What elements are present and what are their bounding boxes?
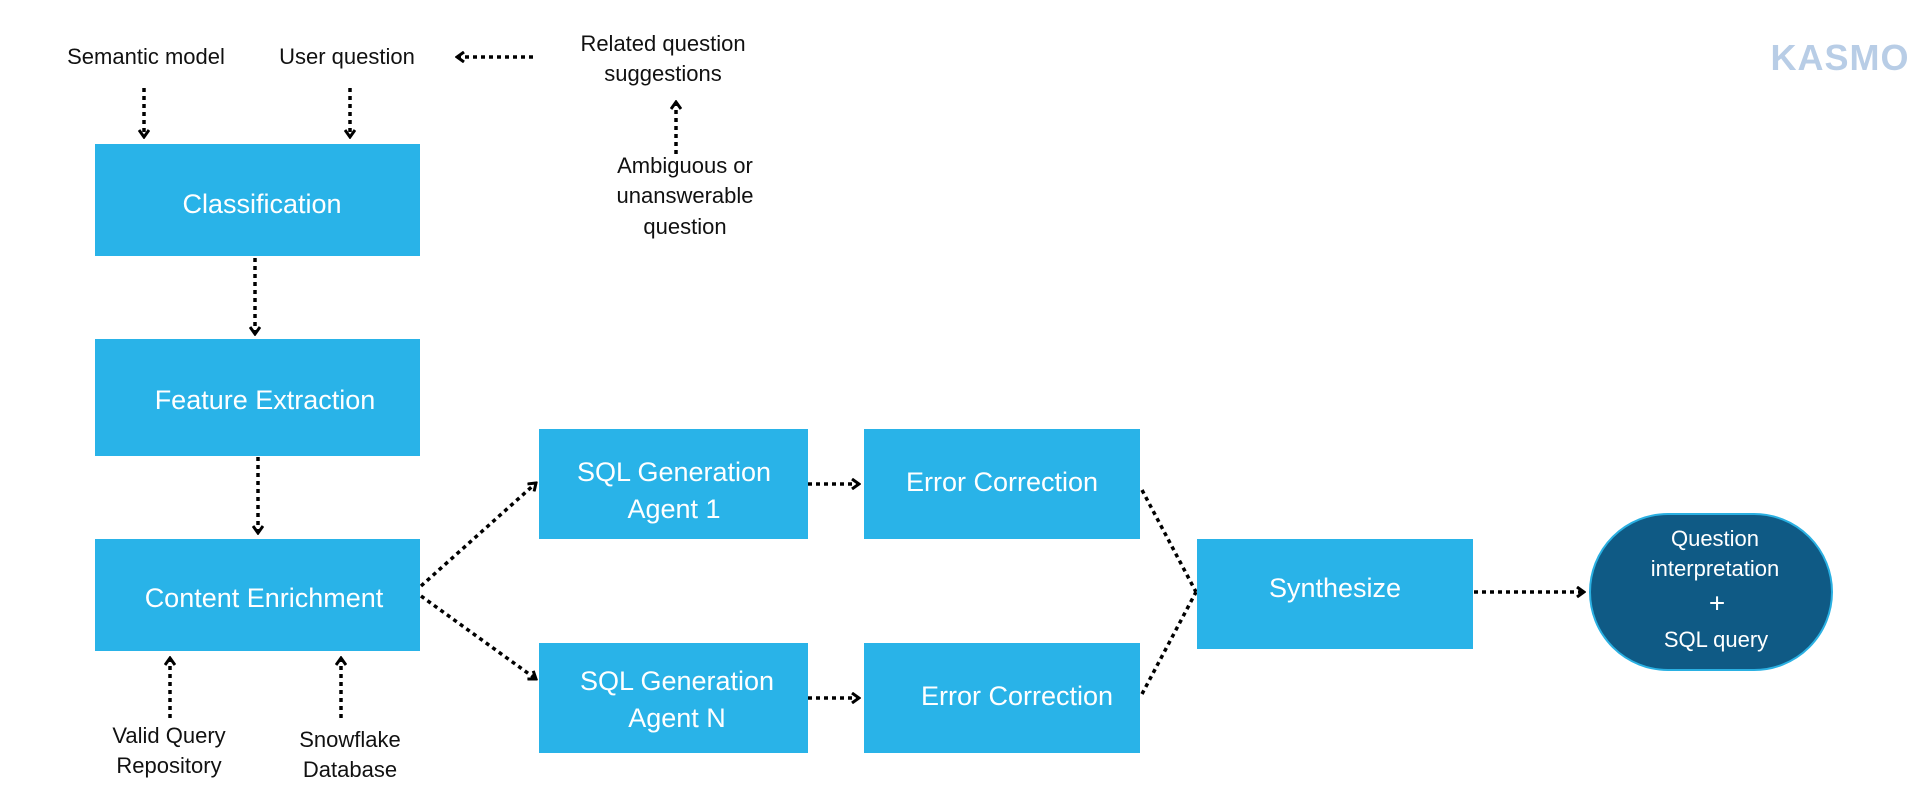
edge-error1-to-synthesize: [1140, 489, 1198, 593]
user-question-label: User question: [279, 44, 415, 69]
output-line1: Question: [1671, 526, 1759, 551]
sql-agent-1-line1: SQL Generation: [577, 457, 771, 487]
output-line3: SQL query: [1664, 627, 1768, 652]
sql-agent-n-line2: Agent N: [628, 703, 726, 733]
output-line2: interpretation: [1651, 556, 1779, 581]
ambiguous-line3: question: [643, 214, 726, 239]
edge-content-to-agent1: [419, 483, 536, 588]
ambiguous-line2: unanswerable: [617, 183, 754, 208]
sql-agent-1-line2: Agent 1: [627, 494, 720, 524]
classification-box: Classification: [95, 144, 420, 256]
snowflake-line2: Database: [303, 757, 397, 782]
error-correction-1-box: Error Correction: [864, 429, 1140, 539]
ambiguous-line1: Ambiguous or: [617, 153, 753, 178]
feature-extraction-box: Feature Extraction: [95, 339, 420, 456]
synthesize-label: Synthesize: [1269, 573, 1401, 603]
kasmo-logo: KASMO: [1771, 37, 1910, 78]
edge-errorn-to-synthesize: [1140, 591, 1198, 695]
classification-label: Classification: [182, 189, 341, 219]
sql-agent-1-box: SQL Generation Agent 1: [539, 429, 808, 539]
content-enrichment-box: Content Enrichment: [95, 539, 420, 651]
valid-query-line1: Valid Query: [112, 723, 225, 748]
output-plus: +: [1709, 587, 1725, 618]
edges: [144, 57, 1584, 718]
output-oval: Question interpretation + SQL query: [1589, 513, 1833, 671]
sql-agent-n-box: SQL Generation Agent N: [539, 643, 808, 753]
edge-content-to-agentn: [419, 594, 536, 679]
content-enrichment-label: Content Enrichment: [145, 583, 384, 613]
snowflake-line1: Snowflake: [299, 727, 401, 752]
synthesize-box: Synthesize: [1197, 539, 1473, 649]
error-correction-1-label: Error Correction: [906, 467, 1098, 497]
feature-extraction-label: Feature Extraction: [155, 385, 376, 415]
valid-query-line2: Repository: [116, 753, 221, 778]
semantic-model-label: Semantic model: [67, 44, 225, 69]
sql-agent-n-line1: SQL Generation: [580, 666, 774, 696]
error-correction-n-label: Error Correction: [921, 681, 1113, 711]
related-questions-line2: suggestions: [604, 61, 721, 86]
error-correction-n-box: Error Correction: [864, 643, 1140, 753]
related-questions-line1: Related question: [580, 31, 745, 56]
